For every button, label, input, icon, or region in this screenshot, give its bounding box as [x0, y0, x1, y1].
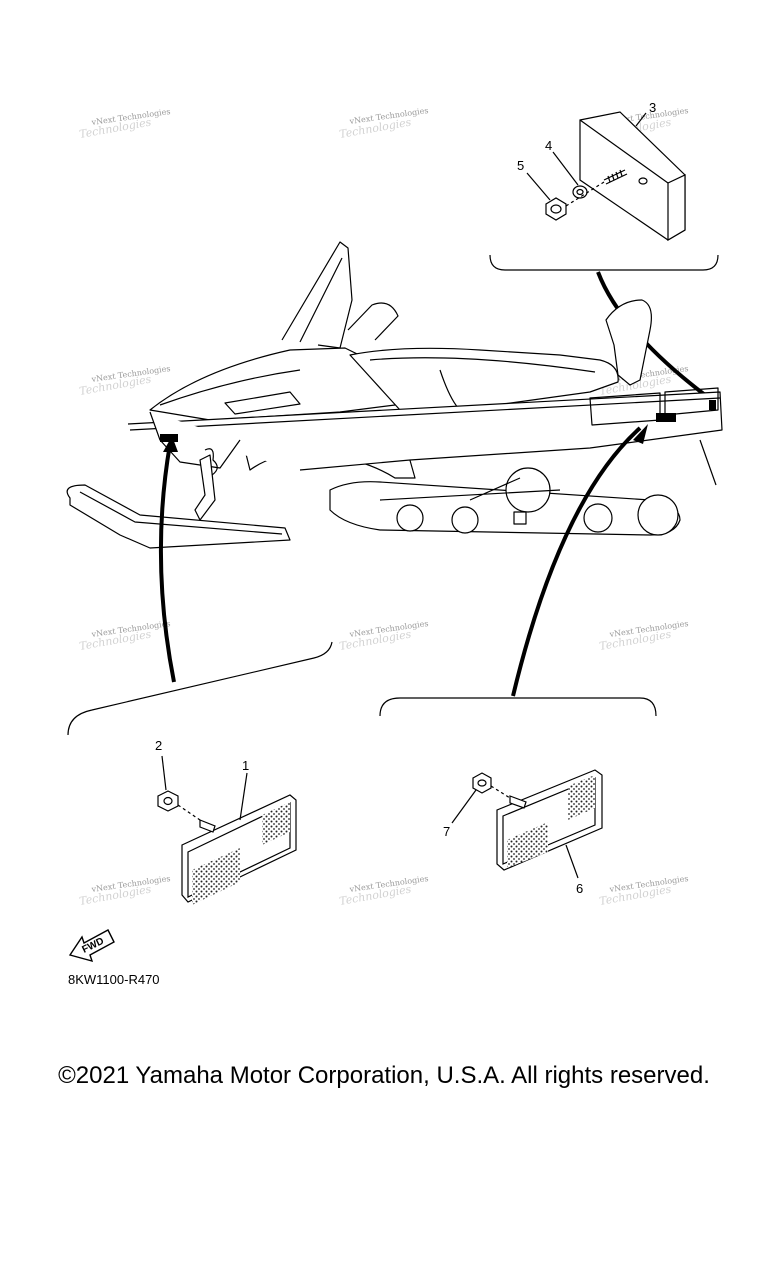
- assembly-axis: [566, 182, 604, 206]
- nut: [158, 791, 178, 811]
- flange-nut: [546, 198, 566, 220]
- watermark: Technologies vNext Technologies: [598, 619, 689, 653]
- side-reflector-spot: [656, 413, 676, 422]
- idler-wheel: [638, 495, 678, 535]
- detail-pointer-front: [161, 444, 174, 682]
- diagram-code: 8KW1100-R470: [68, 972, 160, 987]
- hood-vent: [225, 392, 300, 414]
- bolt: [200, 820, 215, 832]
- nut-hole: [164, 798, 172, 805]
- detail-pointer-side: [513, 428, 640, 696]
- nose: [150, 412, 240, 468]
- part-number-5: 5: [517, 158, 524, 173]
- parts-diagram: Technologies vNext Technologies Technolo…: [0, 100, 768, 987]
- leader-line-7: [452, 790, 476, 823]
- detail-pointer-front-tip: [163, 436, 178, 452]
- side-reflector-detail: [380, 698, 656, 878]
- watermark: Technologies vNext Technologies: [78, 619, 171, 653]
- reflector-hatch: [568, 775, 595, 820]
- part-number-3: 3: [649, 100, 656, 115]
- bolt: [510, 796, 526, 808]
- leader-line-6: [566, 845, 578, 878]
- rear-reflector-detail: [490, 112, 718, 270]
- mirror: [348, 303, 398, 340]
- watermark: Technologies vNext Technologies: [338, 619, 429, 653]
- part-number-6: 6: [576, 881, 583, 896]
- assembly-axis: [491, 786, 510, 798]
- rear-plate-edge-line: [580, 120, 668, 183]
- watermark: Technologies vNext Technologies: [598, 874, 689, 908]
- part-number-4: 4: [545, 138, 552, 153]
- drive-wheel: [506, 468, 550, 512]
- rear-plate-edge: [668, 175, 685, 240]
- bogie-wheel: [397, 505, 423, 531]
- watermark: Technologies vNext Technologies: [78, 364, 171, 398]
- reflector-hatch: [192, 848, 240, 905]
- seat-line: [370, 358, 595, 372]
- washer: [573, 186, 587, 198]
- bogie-wheel: [452, 507, 478, 533]
- leader-line-3: [636, 113, 646, 126]
- watermark: Technologies vNext Technologies: [338, 874, 429, 908]
- plate-hole: [639, 178, 647, 184]
- spindle-spring: [205, 449, 217, 475]
- watermark: Technologies vNext Technologies: [78, 107, 171, 141]
- watermark: Technologies vNext Technologies: [338, 106, 429, 141]
- suspension-block: [514, 512, 526, 524]
- part-number-1: 1: [242, 758, 249, 773]
- bogie-wheel: [584, 504, 612, 532]
- leader-line-4: [553, 152, 578, 185]
- backrest: [606, 300, 651, 385]
- hood-line: [160, 370, 300, 405]
- leader-line-5: [527, 173, 550, 200]
- nut-hole: [478, 780, 486, 786]
- detail-bracket: [380, 698, 656, 716]
- assembly-axis: [178, 805, 200, 820]
- detail-pointer-side-tip: [633, 424, 648, 444]
- detail-bracket: [490, 255, 718, 270]
- snowmobile-illustration: [67, 242, 722, 548]
- fwd-arrow-shape: [70, 930, 114, 961]
- watermark: Technologies vNext Technologies: [78, 874, 171, 908]
- tunnel: [128, 392, 722, 470]
- nut-hole: [551, 205, 561, 213]
- part-number-7: 7: [443, 824, 450, 839]
- windshield-line: [300, 258, 342, 342]
- leader-line-1: [240, 773, 247, 820]
- suspension-arm: [380, 478, 560, 500]
- washer-hole: [577, 190, 583, 195]
- windshield: [282, 242, 352, 348]
- ski: [67, 485, 290, 548]
- leader-line-2: [162, 756, 166, 790]
- ski-line: [80, 492, 282, 534]
- detail-bracket: [68, 642, 332, 735]
- front-reflector-detail: [68, 642, 332, 905]
- part-number-2: 2: [155, 738, 162, 753]
- seat: [350, 348, 618, 410]
- flap: [700, 440, 716, 485]
- rear-reflector-spot: [709, 400, 716, 410]
- reflector-hatch: [507, 822, 548, 868]
- threaded-stud: [604, 170, 627, 184]
- bumper-rail: [130, 398, 720, 430]
- front-reflector-spot: [160, 434, 178, 442]
- rear-taillight: [665, 388, 718, 415]
- reflector-hatch: [262, 802, 290, 845]
- forward-arrow-icon: FWD: [70, 930, 114, 961]
- copyright-notice: ©2021 Yamaha Motor Corporation, U.S.A. A…: [58, 1062, 710, 1089]
- track: [330, 482, 680, 535]
- nut: [473, 773, 491, 793]
